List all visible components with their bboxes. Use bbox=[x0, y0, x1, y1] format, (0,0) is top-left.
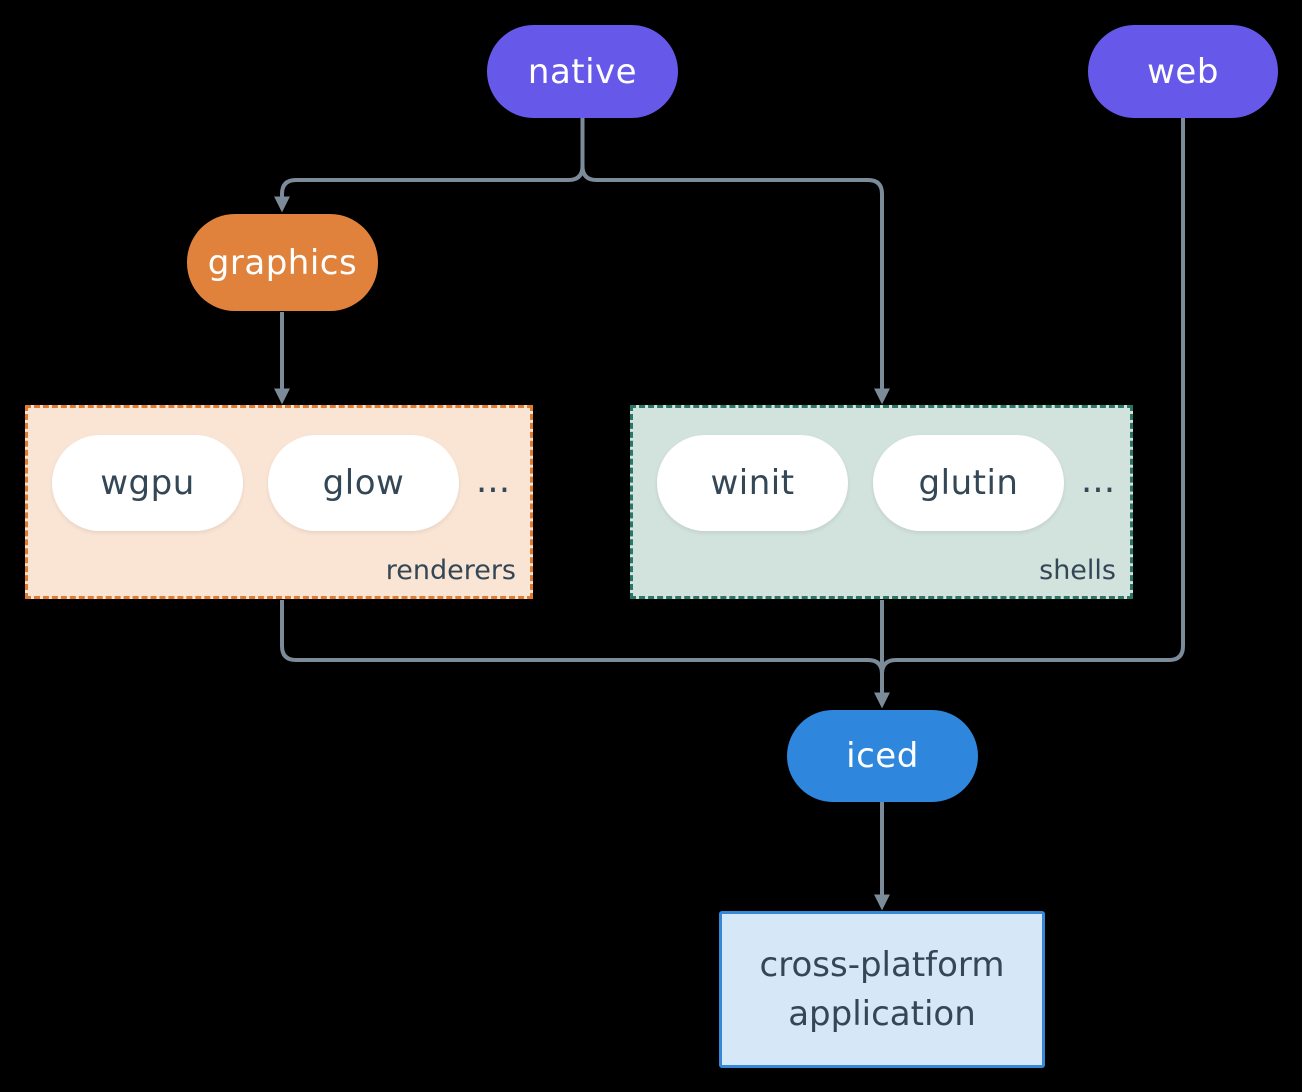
graphics-node: graphics bbox=[187, 214, 378, 311]
edge-native-to-shells bbox=[580, 118, 890, 405]
cross-platform-application-node: cross-platform application bbox=[719, 911, 1045, 1068]
iced-label: iced bbox=[846, 736, 919, 776]
native-label: native bbox=[527, 51, 638, 92]
glutin-node: glutin bbox=[873, 435, 1064, 531]
winit-node: winit bbox=[657, 435, 848, 531]
renderers-group-label: renderers bbox=[385, 555, 516, 586]
shells-ellipsis: ... bbox=[1080, 460, 1116, 501]
glutin-label: glutin bbox=[918, 463, 1019, 503]
shells-group: winit glutin ... shells bbox=[630, 405, 1133, 599]
native-node: native bbox=[487, 25, 678, 118]
renderers-group: wgpu glow ... renderers bbox=[25, 405, 533, 599]
winit-label: winit bbox=[710, 463, 795, 503]
renderers-ellipsis: ... bbox=[475, 460, 511, 501]
wgpu-node: wgpu bbox=[52, 435, 243, 531]
app-label-line2: application bbox=[788, 993, 976, 1034]
web-node: web bbox=[1088, 25, 1278, 118]
shells-group-label: shells bbox=[1039, 555, 1116, 586]
edge-renderers-to-junction bbox=[280, 600, 884, 675]
glow-label: glow bbox=[322, 463, 405, 503]
glow-node: glow bbox=[268, 435, 459, 531]
graphics-label: graphics bbox=[207, 242, 358, 283]
edge-native-to-graphics bbox=[274, 118, 585, 213]
web-label: web bbox=[1147, 51, 1219, 92]
app-label-line1: cross-platform bbox=[759, 944, 1005, 985]
iced-node: iced bbox=[787, 710, 978, 802]
wgpu-label: wgpu bbox=[100, 463, 195, 503]
